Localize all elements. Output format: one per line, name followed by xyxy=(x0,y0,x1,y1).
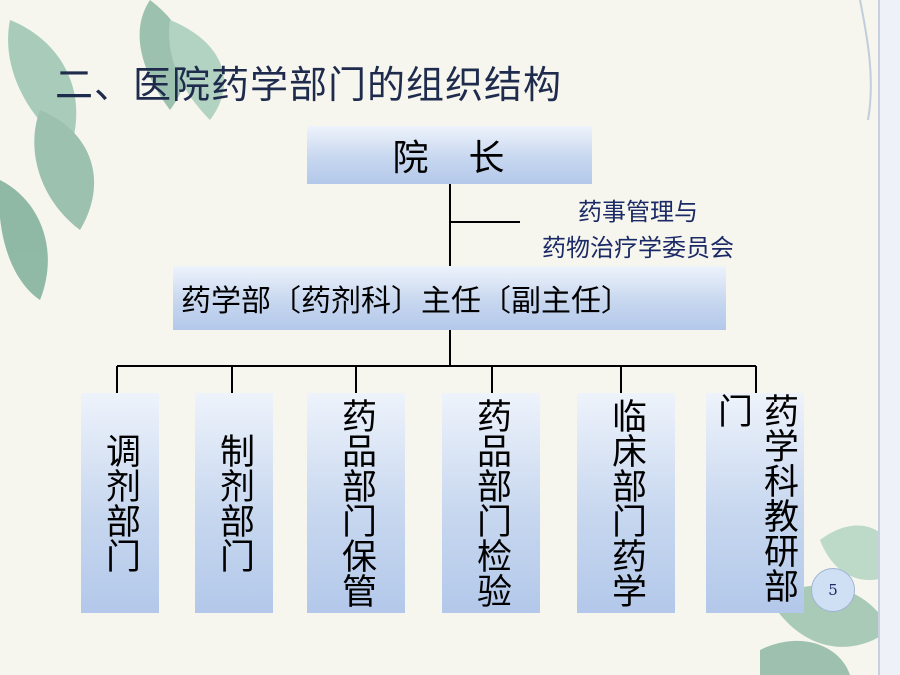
dept-research-teaching: 药学科教研部门 xyxy=(706,393,804,613)
pharmacy-head-label: 药学部〔药剂科〕主任〔副主任〕 xyxy=(181,284,631,319)
page-title: 二、医院药学部门的组织结构 xyxy=(55,63,563,107)
pharmacy-head-box: 药学部〔药剂科〕主任〔副主任〕 xyxy=(173,266,726,330)
dept-dispensing: 调剂部门 xyxy=(81,393,159,613)
right-edge-bar xyxy=(878,0,900,675)
dept-label: 药品部门保管 xyxy=(336,398,376,608)
dept-preparation: 制剂部门 xyxy=(195,393,273,613)
dept-drug-testing: 药品部门检验 xyxy=(442,393,540,613)
committee-line-1: 药事管理与 xyxy=(578,198,698,226)
dean-label: 院 长 xyxy=(392,138,507,179)
dept-drug-storage: 药品部门保管 xyxy=(307,393,405,613)
page-number-badge: 5 xyxy=(811,568,855,612)
dept-label: 调剂部门 xyxy=(100,433,140,573)
dept-label: 药品部门检验 xyxy=(471,398,511,608)
committee-line-2: 药物治疗学委员会 xyxy=(542,234,734,262)
dept-label: 临床部门药学 xyxy=(606,398,646,608)
dept-clinical-pharmacy: 临床部门药学 xyxy=(577,393,675,613)
committee-label: 药事管理与 药物治疗学委员会 xyxy=(513,194,763,266)
dept-label: 制剂部门 xyxy=(214,433,254,573)
dean-box: 院 长 xyxy=(307,126,592,184)
dept-label: 药学科教研部门 xyxy=(712,393,798,603)
